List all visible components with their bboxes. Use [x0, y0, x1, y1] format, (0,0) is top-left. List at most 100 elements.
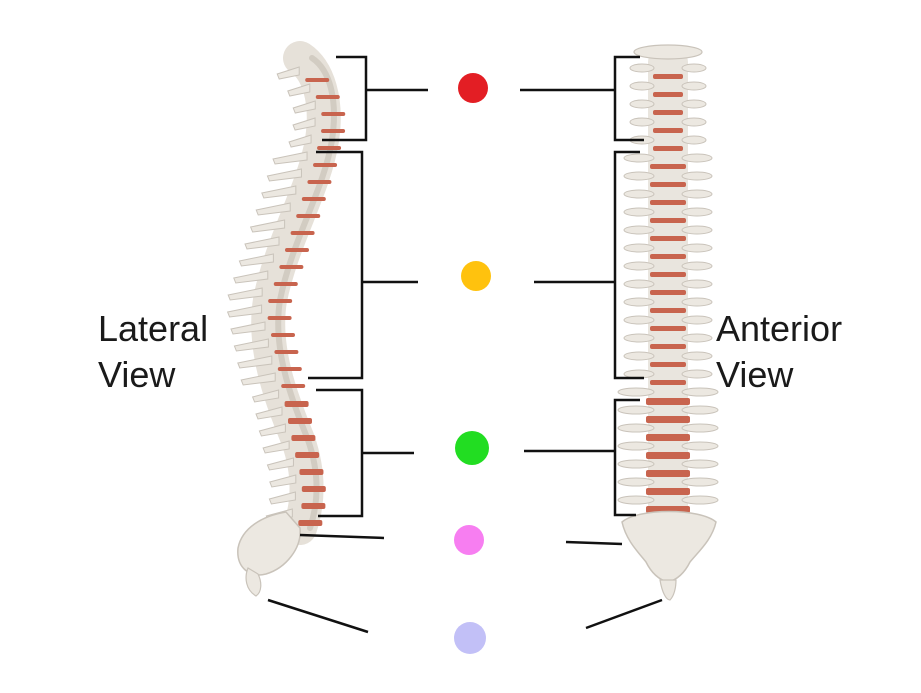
anterior-disc	[653, 74, 683, 79]
lateral-disc	[321, 112, 346, 116]
anterior-spine-illustration	[617, 44, 719, 601]
lateral-disc	[296, 214, 321, 218]
anterior-transverse-process	[623, 153, 655, 163]
right-bracket-thoracic	[534, 150, 644, 380]
left-line-sacrum	[299, 533, 385, 540]
anterior-view-label-line1: Anterior	[716, 308, 843, 349]
lateral-spinous-process	[255, 202, 291, 216]
anterior-disc	[646, 416, 690, 423]
anterior-disc	[650, 236, 686, 241]
anterior-disc	[650, 218, 686, 223]
anterior-transverse-process	[681, 99, 707, 109]
thoracic-region-marker	[461, 261, 491, 291]
anterior-transverse-process	[681, 189, 713, 199]
anterior-transverse-process	[681, 315, 713, 325]
lateral-view-label: Lateral View	[98, 306, 208, 398]
anterior-transverse-process	[617, 441, 655, 451]
coccyx-region-marker	[454, 622, 486, 654]
lateral-spinous-process	[238, 253, 274, 267]
lateral-spinous-process	[240, 372, 276, 386]
lateral-spinous-process	[261, 185, 297, 199]
lateral-disc	[313, 163, 338, 167]
lateral-intervertebral-discs	[267, 78, 346, 526]
lateral-disc	[298, 520, 323, 526]
anterior-disc	[653, 128, 683, 133]
left-bracket-thoracic	[308, 150, 418, 380]
anterior-transverse-process	[629, 117, 655, 127]
anterior-transverse-process	[617, 459, 655, 469]
left-brackets	[267, 55, 428, 634]
lateral-spinous-process	[288, 134, 312, 148]
anterior-transverse-process	[623, 351, 655, 361]
anterior-disc	[650, 344, 686, 349]
lateral-disc	[277, 367, 302, 371]
lateral-spinous-process	[292, 100, 316, 114]
anterior-disc	[653, 110, 683, 115]
anterior-transverse-process	[681, 441, 719, 451]
anterior-transverse-process	[681, 207, 713, 217]
lateral-disc	[301, 197, 326, 201]
lateral-spinous-process	[276, 66, 300, 80]
lateral-disc	[307, 180, 332, 184]
right-line-sacrum	[565, 540, 623, 546]
anterior-transverse-process	[629, 81, 655, 91]
lateral-disc	[288, 418, 312, 424]
lateral-spinous-process	[233, 338, 269, 352]
anterior-disc	[653, 92, 683, 97]
anterior-disc	[646, 470, 690, 477]
lateral-view-label-line1: Lateral	[98, 308, 209, 349]
anterior-transverse-process	[681, 423, 719, 433]
anterior-transverse-process	[681, 495, 719, 505]
lateral-spinous-process	[272, 151, 308, 165]
anterior-disc	[646, 452, 690, 459]
lateral-coccyx	[245, 567, 262, 597]
lateral-view-label-line2: View	[98, 354, 176, 395]
anterior-transverse-process	[681, 387, 719, 397]
anterior-transverse-process	[681, 171, 713, 181]
lumbar-region-marker	[455, 431, 489, 465]
lateral-disc	[315, 95, 340, 99]
lateral-spinous-process	[258, 423, 286, 437]
lateral-disc	[317, 146, 342, 150]
lateral-disc	[267, 316, 292, 320]
anterior-transverse-process	[617, 387, 655, 397]
lateral-spinous-process	[249, 219, 286, 233]
anterior-transverse-process	[681, 243, 713, 253]
anterior-transverse-process	[623, 333, 655, 343]
anterior-transverse-process	[629, 99, 655, 109]
anterior-disc	[650, 290, 686, 295]
anterior-transverse-process	[623, 315, 655, 325]
anterior-disc	[646, 398, 690, 405]
lateral-disc	[291, 435, 316, 441]
lateral-disc	[284, 401, 309, 407]
anterior-transverse-process	[623, 207, 655, 217]
anterior-transverse-process	[681, 153, 713, 163]
right-brackets	[520, 55, 663, 630]
anterior-transverse-process	[681, 135, 707, 145]
lateral-disc	[290, 231, 315, 235]
lateral-disc	[274, 350, 299, 354]
anterior-intervertebral-discs	[646, 74, 690, 513]
lateral-spine-illustration	[226, 41, 346, 597]
lateral-disc	[301, 503, 326, 509]
anterior-transverse-process	[681, 297, 713, 307]
anterior-atlas	[633, 44, 703, 60]
anterior-transverse-process	[681, 369, 713, 379]
anterior-transverse-process	[623, 279, 655, 289]
anterior-transverse-process	[681, 81, 707, 91]
anterior-sacrum	[621, 510, 717, 583]
anterior-transverse-process	[681, 459, 719, 469]
lateral-spinous-process	[268, 491, 296, 505]
anterior-transverse-process	[629, 63, 655, 73]
lateral-spinous-process	[266, 168, 302, 182]
anterior-disc	[650, 326, 686, 331]
region-markers	[454, 73, 491, 654]
anterior-transverse-process	[681, 117, 707, 127]
anterior-transverse-process	[623, 171, 655, 181]
anterior-disc	[650, 182, 686, 187]
lateral-spinous-processes	[226, 66, 316, 522]
lateral-disc	[271, 333, 295, 337]
lateral-disc	[285, 248, 309, 252]
